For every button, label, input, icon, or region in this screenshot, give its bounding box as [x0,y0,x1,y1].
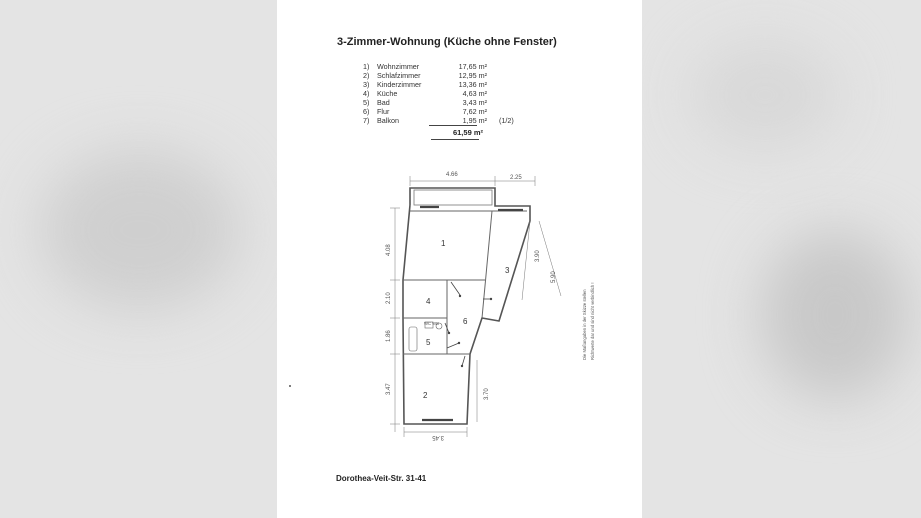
total-underline [431,139,479,140]
doors [444,281,491,367]
room-area: 17,65 m² [458,62,487,71]
bathtub [408,326,418,352]
disclaimer-line-2: Richtwerte dar und sind nicht verbindlic… [590,282,595,360]
room-label-1: 1 [441,239,446,248]
room-number: 2) [363,71,370,80]
dim-label: 2.25 [510,175,522,181]
sum-line [429,125,477,126]
door-hinge [458,294,462,298]
room-label-5: 5 [426,338,431,347]
room-label-3: 3 [505,266,510,275]
floor-plan-drawing: 4.66 2.25 4.08 2.10 1.86 3.47 3.90 5.90 … [289,172,595,440]
background-blur-left [40,150,240,310]
dim-label: 4.66 [446,172,458,178]
balcony [413,189,493,206]
room-name: Flur [377,107,390,116]
dim-line-outer [538,220,562,297]
disclaimer-line-1: Die Maßangaben in der Skizze stellen [582,289,587,360]
dim-label: 5.90 [551,271,557,283]
room-label-6: 6 [463,317,468,326]
door-hinge [460,364,464,368]
room-number: 4) [363,89,370,98]
room-name: Bad [377,98,390,107]
room-name: Küche [377,89,398,98]
room-number: 5) [363,98,370,107]
dim-label: 1.86 [386,330,392,342]
address-label: Dorothea-Veit-Str. 31-41 [336,474,427,483]
room-area: 7,62 m² [462,107,487,116]
room-name: Kinderzimmer [377,80,422,89]
room-number: 7) [363,116,370,125]
door [444,322,450,334]
door-hinge [457,341,461,345]
room-area: 3,43 m² [462,98,487,107]
door-hinge [489,297,493,301]
dim-label: 3.45 [432,434,444,440]
door [450,281,461,296]
dim-line-room3 [521,220,531,301]
bath-fixture-label: WC WB [424,321,439,326]
dimension-lines [390,176,562,437]
dim-label: 3.70 [484,388,490,400]
outer-walls [402,187,531,425]
interior-walls [403,210,527,355]
main-outline [402,187,531,425]
total-area: 61,59 m² [452,128,483,137]
floor-plan-document: 3-Zimmer-Wohnung (Küche ohne Fenster) 1)… [277,0,642,518]
door-hinges [447,294,493,368]
scan-speck [289,385,291,387]
washbasin [424,321,434,329]
room-number: 3) [363,80,370,89]
room-area: 4,63 m² [462,89,487,98]
door [446,342,460,349]
document-title: 3-Zimmer-Wohnung (Küche ohne Fenster) [337,36,557,48]
wall [481,210,493,319]
room-number: 6) [363,107,370,116]
door [461,355,466,367]
room-area: 13,36 m² [458,80,487,89]
bathroom-fixtures [408,321,443,352]
dim-label: 3.90 [535,250,541,262]
background-blur-right [760,230,910,400]
room-name: Schlafzimmer [377,71,421,80]
door-hinge [447,331,451,335]
room-name: Wohnzimmer [377,62,420,71]
windows [420,205,523,422]
room-label-4: 4 [426,297,431,306]
dim-label: 2.10 [386,292,392,304]
room-label-2: 2 [423,391,428,400]
toilet [435,322,443,330]
dim-label: 3.47 [386,383,392,395]
dim-label: 4.08 [386,244,392,256]
room-area: 12,95 m² [458,71,487,80]
background-blur-top-right [690,40,840,150]
room-name: Balkon [377,116,399,125]
room-note: (1/2) [499,116,514,125]
room-number: 1) [363,62,370,71]
room-area: 1,95 m² [462,116,487,125]
